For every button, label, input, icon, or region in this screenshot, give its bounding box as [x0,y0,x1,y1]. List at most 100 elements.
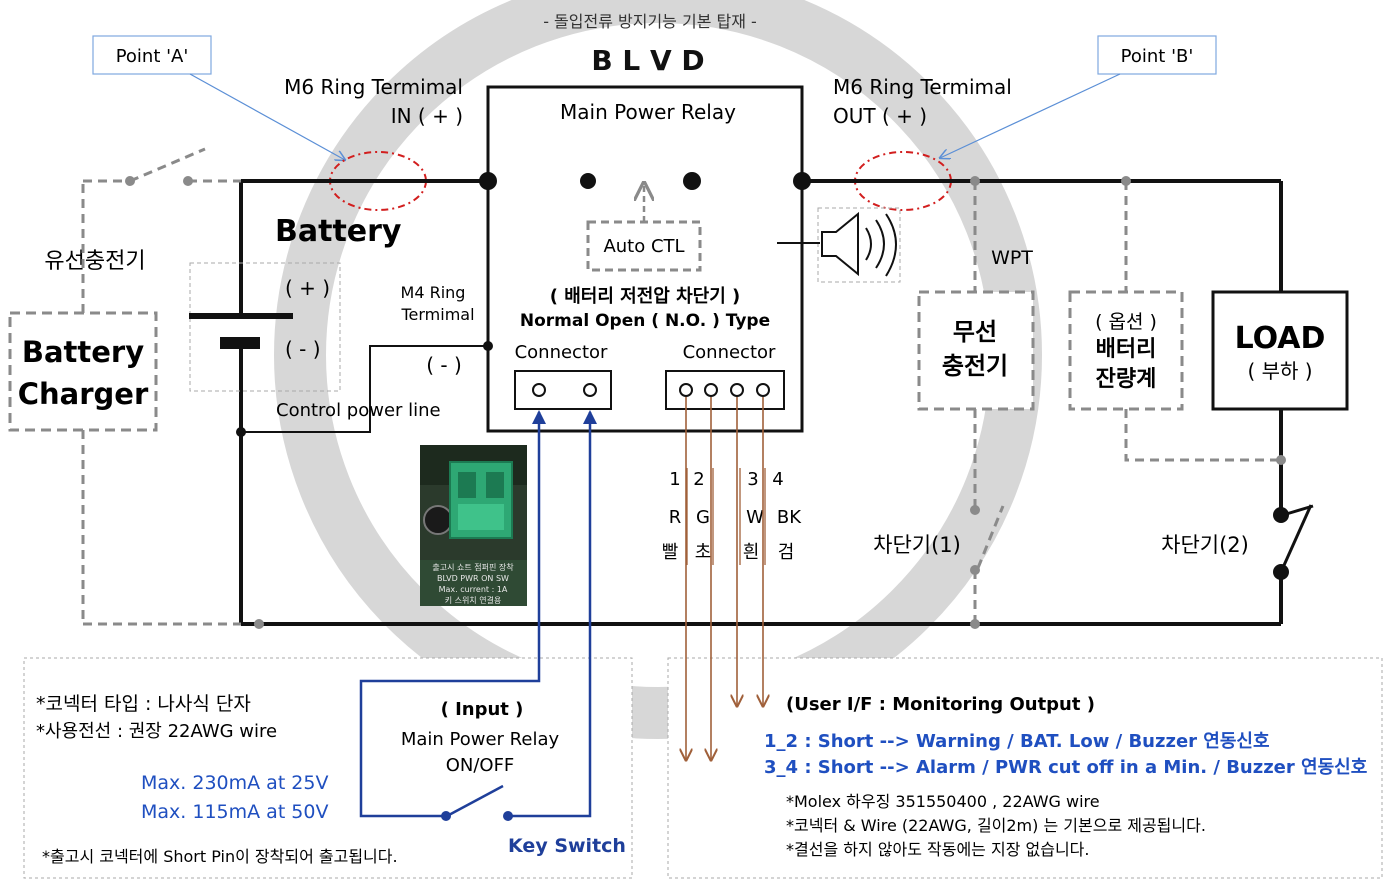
pin-labels: 1 2 3 4 R G W BK 빨 초 흰 검 [662,469,803,563]
photo-text-3: Max. current : 1A [439,585,508,594]
wpt-label: WPT [991,247,1033,269]
charger-switch-blade [129,147,206,183]
key-switch-wiring [359,412,592,818]
relay-title: Main Power Relay [560,100,736,124]
relay-desc-en: Normal Open ( N.O. ) Type [520,311,770,331]
pin-code-3: W [746,507,764,528]
charger-switch-node-1 [125,176,135,186]
connector-4pin [665,370,785,410]
relay-contact-left [580,173,596,189]
connector-4pin-hole-2 [704,383,718,397]
battery-minus: ( - ) [285,337,321,361]
in-terminal-label-1: M6 Ring Termimal [284,75,463,99]
point-b-pointer [940,73,1121,158]
pin-number-2: 2 [693,469,704,490]
breaker-2-label: 차단기(2) [1161,533,1249,557]
junction-out [793,172,811,190]
connector-4pin-hole-1 [679,383,693,397]
breaker-1-label: 차단기(1) [873,533,961,557]
control-power-line-label: Control power line [276,400,441,421]
monitoring-title: (User I/F : Monitoring Output ) [786,694,1095,715]
optional-note: *결선을 하지 않아도 작동에는 지장 없습니다. [786,840,1089,859]
auto-ctl-label: Auto CTL [603,236,684,257]
input-line-2: Main Power Relay [401,729,560,750]
key-switch-node-right [503,811,513,821]
monitoring-line-2: 3_4 : Short --> Alarm / PWR cut off in a… [764,757,1367,778]
minus-terminal-label: ( - ) [426,353,462,377]
m4-terminal-label-2: Termimal [400,305,474,324]
monitoring-wires [686,397,763,760]
out-terminal-label-1: M6 Ring Termimal [833,75,1012,99]
right-notes-panel [667,657,1383,879]
battery-plus: ( + ) [285,276,330,300]
header-subtitle: - 돌입전류 방지기능 기본 탑재 - [543,12,757,31]
key-switch-arrow-left [532,410,546,424]
junction-m4 [483,341,493,351]
point-b-label: Point 'B' [1121,46,1194,67]
pin-color-1: 빨 [662,542,679,563]
connector-2pin-hole-2 [583,383,597,397]
wireless-charger-line2: 충전기 [942,352,1008,380]
key-switch-label: Key Switch [508,835,626,857]
pin-code-1: R [669,507,682,528]
point-a-box [92,35,212,75]
charger-korean-label: 유선충전기 [44,249,145,274]
battery-gauge-line1: ( 옵션 ) [1095,311,1157,333]
node-gauge-return [1276,455,1286,465]
wireless-charger-line1: 무선 [953,318,997,346]
key-switch-node-left [441,811,451,821]
left-note-3: *출고시 코넥터에 Short Pin이 장착되어 출고됩니다. [42,847,398,866]
pin-number-3: 3 [747,469,758,490]
breaker-1-node-top [970,505,980,515]
sound-wave-icon-3 [885,213,897,277]
auto-ctl-box [586,220,702,272]
relay-contact-right [683,172,701,190]
out-terminal-label-2: OUT ( + ) [833,104,927,128]
point-b-box [1097,35,1217,75]
battery-charger-line1: Battery [22,335,144,369]
pin-color-3: 흰 [743,542,760,563]
photo-text-1: 출고시 쇼트 점퍼핀 장착 [432,562,514,572]
pin-color-4: 검 [778,542,795,563]
node-bottom-left [254,619,264,629]
in-terminal-label-2: IN ( + ) [391,104,463,128]
input-title: ( Input ) [441,699,524,720]
left-note-1: *코넥터 타입 : 나사식 단자 [36,693,251,715]
charger-dashed-wiring [81,179,241,626]
input-line-3: ON/OFF [446,755,515,776]
battery-dashed-box [189,262,341,392]
battery-gauge-line3: 잔량계 [1096,367,1157,392]
point-a-label: Point 'A' [116,46,189,67]
connector-right-label: Connector [683,342,776,363]
load-box [1211,290,1349,411]
control-power-wire [241,345,488,433]
breaker-1-node-bottom [970,565,980,575]
junction-in [479,172,497,190]
relay-desc-ko: ( 배터리 저전압 차단기 ) [550,286,741,307]
load-label: LOAD [1235,321,1326,356]
header-title: B L V D [591,44,704,77]
load-sublabel: ( 부하 ) [1247,359,1312,383]
molex-note: *Molex 하우징 351550400 , 22AWG wire [786,792,1100,811]
left-note-2: *사용전선 : 권장 22AWG wire [36,721,277,742]
junction-control [236,427,246,437]
pin-code-4: BK [777,507,802,528]
max-current-50v: Max. 115mA at 50V [141,801,328,823]
battery-label: Battery [275,214,402,249]
sound-wave-icon-2 [875,219,885,269]
m4-terminal-label-1: M4 Ring [401,283,466,302]
wpt-dashed-wiring [973,181,1005,624]
pin-number-1: 1 [669,469,680,490]
sound-wave-icon-1 [865,227,872,261]
photo-text-4: 키 스위치 연결용 [445,595,502,605]
wire-note: *코넥터 & Wire (22AWG, 길이2m) 는 기본으로 제공됩니다. [786,816,1206,835]
pin-code-2: G [696,507,710,528]
connector-photo: 출고시 쇼트 점퍼핀 장착 BLVD PWR ON SW Max. curren… [420,445,527,606]
battery-gauge-line2: 배터리 [1096,337,1157,362]
monitoring-line-1: 1_2 : Short --> Warning / BAT. Low / Buz… [764,731,1270,752]
charger-switch-node-2 [183,176,193,186]
connector-4pin-hole-4 [756,383,770,397]
key-switch-arrow-right [583,410,597,424]
connector-4pin-hole-3 [730,383,744,397]
